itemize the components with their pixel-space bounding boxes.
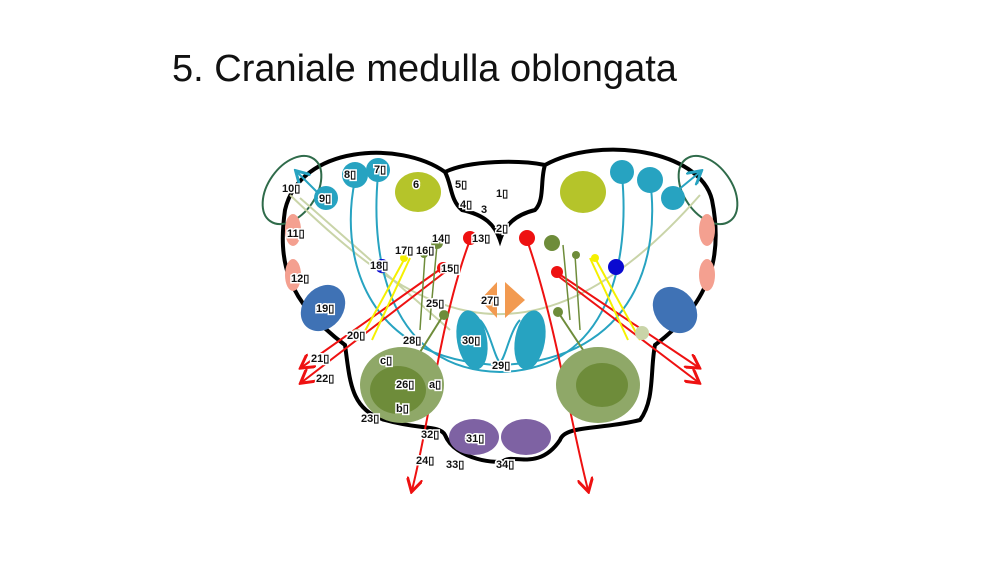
nucleus-19 bbox=[300, 284, 346, 332]
label-18: 18▯ bbox=[370, 260, 388, 272]
label-19: 19▯ bbox=[316, 303, 334, 315]
label-2: 2▯ bbox=[496, 223, 508, 235]
label-13: 13▯ bbox=[472, 233, 490, 245]
label-31: 31▯ bbox=[466, 433, 484, 445]
label-4: 4▯ bbox=[460, 199, 472, 211]
label-17: 17▯ bbox=[395, 245, 413, 257]
nucleus-9 bbox=[314, 186, 338, 210]
label-1: 1▯ bbox=[496, 188, 508, 200]
label-10: 10▯ bbox=[282, 183, 300, 195]
label-b: b▯ bbox=[396, 403, 409, 415]
nucleus-6 bbox=[395, 172, 441, 212]
label-28: 28▯ bbox=[403, 335, 421, 347]
label-26: 26▯ bbox=[396, 379, 414, 391]
label-33: 33▯ bbox=[446, 459, 464, 471]
label-24: 24▯ bbox=[416, 455, 434, 467]
label-20: 20▯ bbox=[347, 330, 365, 342]
nucleus-8 bbox=[342, 162, 368, 188]
label-12: 12▯ bbox=[291, 273, 309, 285]
label-3: 3 bbox=[481, 204, 487, 216]
label-a: a▯ bbox=[429, 379, 441, 391]
pyramid-left bbox=[449, 419, 499, 455]
nucleus-7 bbox=[366, 158, 390, 182]
label-27: 27▯ bbox=[481, 295, 499, 307]
label-16: 16▯ bbox=[416, 245, 434, 257]
label-8: 8▯ bbox=[344, 169, 356, 181]
label-32: 32▯ bbox=[421, 429, 439, 441]
pyramid-right bbox=[501, 419, 551, 455]
label-14: 14▯ bbox=[432, 233, 450, 245]
label-23: 23▯ bbox=[361, 413, 379, 425]
slide-title: 5. Craniale medulla oblongata bbox=[172, 48, 677, 90]
raphe-right bbox=[505, 282, 525, 318]
label-30: 30▯ bbox=[462, 335, 480, 347]
raphe-left bbox=[480, 282, 497, 318]
label-29: 29▯ bbox=[492, 360, 510, 372]
label-c: c▯ bbox=[380, 355, 392, 367]
label-5: 5▯ bbox=[455, 179, 467, 191]
label-7: 7▯ bbox=[374, 164, 386, 176]
label-21: 21▯ bbox=[311, 353, 329, 365]
label-22: 22▯ bbox=[316, 373, 334, 385]
label-9: 9▯ bbox=[319, 193, 331, 205]
left-outer-loop bbox=[261, 154, 323, 226]
right-outer-loop bbox=[677, 154, 739, 226]
label-34: 34▯ bbox=[496, 459, 514, 471]
label-25: 25▯ bbox=[426, 298, 444, 310]
label-11: 11▯ bbox=[287, 228, 305, 240]
label-15: 15▯ bbox=[441, 263, 459, 275]
label-6: 6 bbox=[413, 179, 419, 191]
